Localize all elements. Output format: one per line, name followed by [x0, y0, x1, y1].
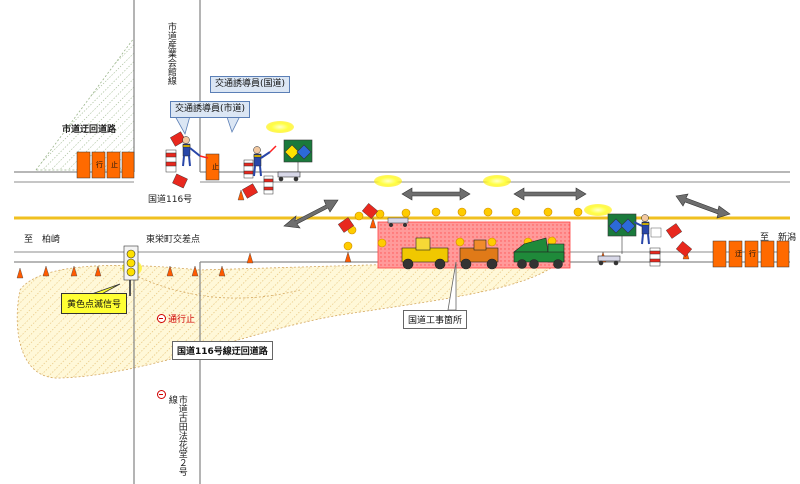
- no-entry-north: 通行止: [157, 312, 195, 325]
- traffic-guard-national: [253, 145, 277, 177]
- arrow-board-right: [597, 213, 637, 266]
- yellow-signal-label: 黄色点滅信号: [61, 293, 128, 314]
- city-road-label: 市道産業会館線: [165, 22, 176, 85]
- guard-national-callout: 交通誘導員(国道): [210, 76, 291, 93]
- no-entry-text: 通行止: [168, 315, 196, 325]
- construction-vehicles: [401, 237, 565, 270]
- small-trailers: [387, 217, 409, 228]
- national-detour-area: [16, 261, 556, 379]
- sign-board-char: 行: [749, 249, 756, 258]
- sign-board-char: 迂: [735, 250, 742, 258]
- barricades: [165, 149, 661, 267]
- no-entry-south: [157, 390, 166, 399]
- traffic-guard-east: [633, 214, 650, 245]
- diamond-signs: [170, 131, 693, 257]
- sign-board-char: 止: [111, 160, 118, 169]
- yellow-signal: [123, 245, 139, 296]
- intersection-label: 東栄町交差点: [146, 235, 201, 245]
- arrow-board-left: [277, 139, 313, 182]
- sign-board-char: 止: [212, 162, 219, 171]
- to-niigata-label: 至 新潟: [760, 233, 797, 243]
- no-entry-icon: [157, 390, 166, 399]
- traffic-arrows: [283, 187, 731, 229]
- no-entry-icon: [157, 314, 166, 323]
- warning-lamps: [343, 207, 583, 251]
- national-route-label: 国道116号: [148, 195, 193, 205]
- city-detour-label: 市道迂回道路: [62, 125, 117, 135]
- orange-sign-boards: [76, 151, 790, 268]
- guard-city-callout: 交通誘導員(市道): [170, 101, 251, 118]
- national-detour-label: 国道116号線迂回道路: [172, 341, 273, 360]
- construction-site-label: 国道工事箇所: [403, 310, 468, 329]
- city-road-south-label: 市道古田法花堂２号線: [166, 395, 187, 476]
- sign-board-char: 行: [96, 160, 103, 169]
- to-kashiwazaki-label: 至 柏崎: [24, 235, 61, 245]
- traffic-guard-city: [182, 136, 209, 167]
- city-detour-area: [35, 36, 135, 171]
